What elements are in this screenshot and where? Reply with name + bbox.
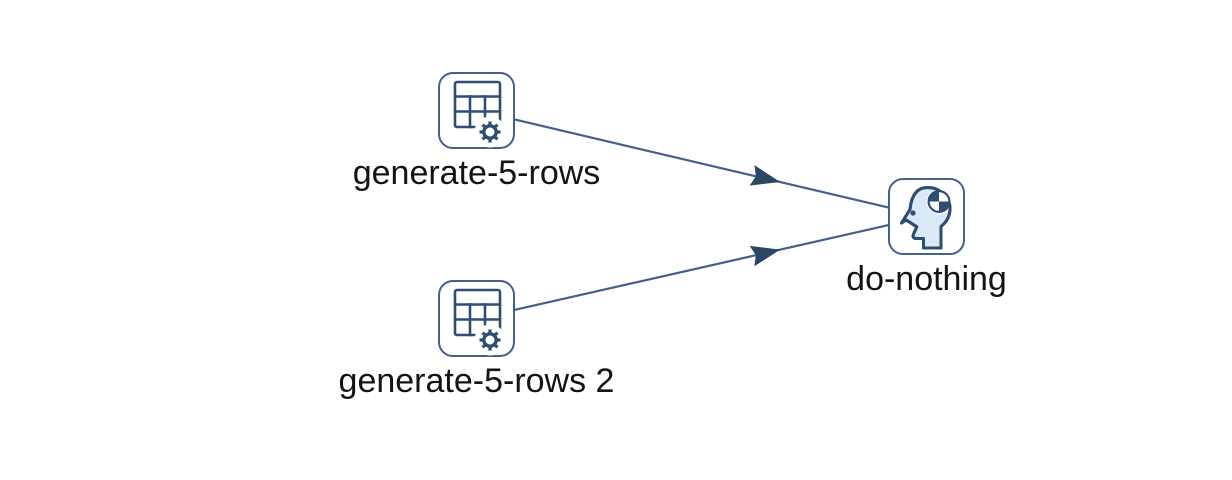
node-label: generate-5-rows bbox=[352, 154, 601, 192]
head-gear-icon bbox=[899, 185, 951, 249]
node-generate-5-rows[interactable]: generate-5-rows bbox=[353, 72, 600, 192]
node-do-nothing[interactable]: do-nothing bbox=[846, 178, 1007, 298]
edge-connector[interactable] bbox=[476, 109, 927, 218]
edge-arrowhead[interactable] bbox=[749, 239, 783, 267]
edge-connector[interactable] bbox=[476, 215, 927, 320]
node-label: do-nothing bbox=[846, 260, 1007, 298]
node-generate-5-rows-2[interactable]: generate-5-rows 2 bbox=[339, 280, 614, 400]
table-gear-icon bbox=[453, 288, 505, 355]
node-label: generate-5-rows 2 bbox=[338, 362, 615, 400]
edge-arrowhead[interactable] bbox=[749, 165, 783, 192]
table-gear-icon bbox=[453, 80, 505, 147]
